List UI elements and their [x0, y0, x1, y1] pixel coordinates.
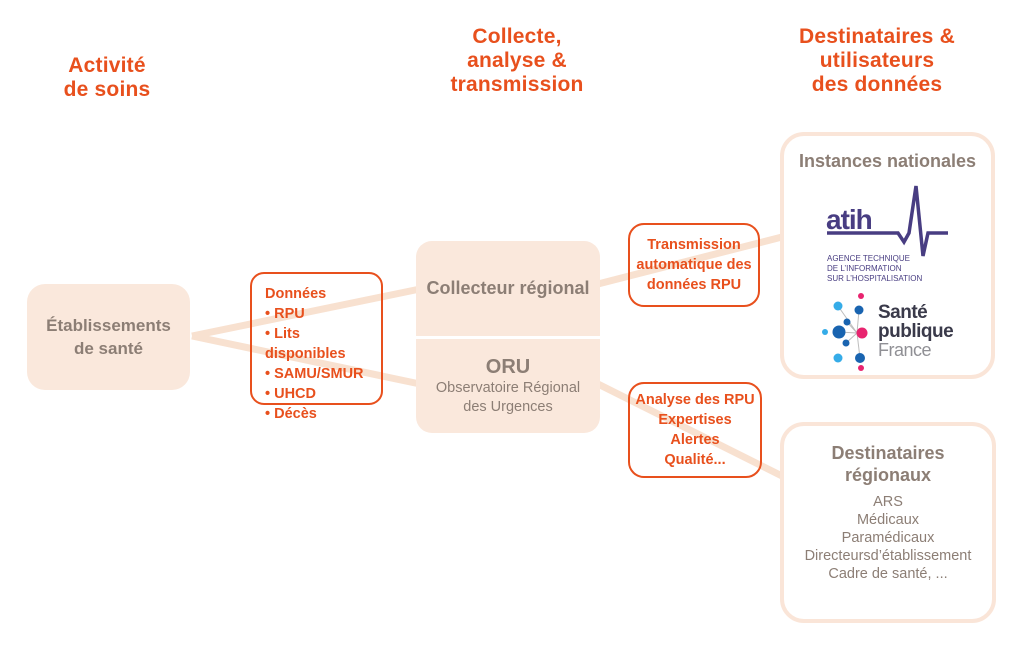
atih-caption-line: AGENCE TECHNIQUE	[827, 254, 910, 263]
node-label-line: Qualité...	[664, 452, 726, 468]
instances-card-title: Instances nationales	[798, 151, 977, 171]
donnees-item-samu: • SAMU/SMUR	[265, 366, 364, 382]
spf-wordmark-line: publique	[878, 321, 953, 342]
header-line: Activité	[68, 54, 146, 77]
card-title-line: régionaux	[844, 465, 932, 485]
atih-logo: atih AGENCE TECHNIQUE DE L’INFORMATION S…	[826, 185, 948, 283]
oru-subtitle-line: des Urgences	[463, 399, 553, 415]
node-label-line: Établissements	[46, 316, 171, 335]
column-header-destinataires-utilisateurs: Destinataires & utilisateurs des données	[772, 25, 982, 97]
card-title-line: Destinataires	[831, 443, 945, 463]
spf-wordmark-line: Santé	[878, 302, 927, 323]
destinataire-item-directeurs: Directeursd’établissement	[804, 548, 972, 564]
header-line: analyse &	[467, 49, 567, 72]
destinataires-regionaux-card: Destinataires régionaux ARS Médicaux Par…	[780, 422, 996, 623]
header-line: transmission	[450, 73, 584, 96]
spf-network-dots	[822, 293, 868, 371]
destinataire-item-paramedicaux: Paramédicaux	[841, 530, 935, 546]
column-header-activite-de-soins: Activité de soins	[27, 54, 187, 102]
node-label-line: de santé	[74, 339, 143, 358]
instances-nationales-card: Instances nationales	[780, 132, 995, 379]
destinataire-item-cadres: Cadre de santé, ...	[828, 566, 948, 582]
header-line: utilisateurs	[819, 49, 935, 72]
header-line: Destinataires &	[799, 25, 955, 48]
destinataires-card-title: Destinataires régionaux	[784, 442, 992, 486]
sante-publique-france-logo: Santé publique France	[822, 293, 954, 371]
oru-node: ORU Observatoire Régional des Urgences	[416, 339, 600, 433]
spf-wordmark-line: France	[878, 340, 932, 360]
destinataires-list: ARS Médicaux Paramédicaux Directeursd’ét…	[784, 493, 992, 583]
node-label-line: Transmission	[647, 237, 741, 253]
destinataire-item-ars: ARS	[873, 494, 903, 510]
etablissements-de-sante-node: Établissements de santé	[27, 284, 190, 390]
atih-caption-line: SUR L’HOSPITALISATION	[827, 274, 923, 283]
node-label-line: automatique des	[636, 257, 752, 273]
column-header-collecte-analyse-transmission: Collecte, analyse & transmission	[429, 25, 605, 97]
donnees-list-node: Données • RPU • Lits disponibles • SAMU/…	[250, 272, 383, 422]
donnees-item-deces: • Décès	[265, 406, 317, 422]
node-label-line: Expertises	[658, 412, 732, 428]
oru-subtitle-line: Observatoire Régional	[435, 380, 581, 396]
atih-wordmark: atih	[826, 204, 872, 235]
oru-title: ORU	[485, 356, 531, 378]
transmission-automatique-node: Transmission automatique des données RPU	[628, 223, 760, 307]
atih-ecg-line	[827, 185, 948, 257]
header-line: des données	[811, 73, 943, 96]
header-line: de soins	[63, 78, 151, 101]
header-line: Collecte,	[472, 25, 562, 48]
node-label-line: Analyse des RPU	[635, 392, 755, 408]
destinataire-item-medicaux: Médicaux	[856, 512, 920, 528]
donnees-title: Données	[265, 286, 327, 302]
donnees-item-rpu: • RPU	[265, 306, 305, 322]
atih-caption-line: DE L’INFORMATION	[827, 264, 902, 273]
donnees-item-lits: • Lits disponibles	[265, 326, 346, 362]
node-label-line: Alertes	[670, 432, 720, 448]
node-label: Collecteur régional	[426, 278, 590, 298]
donnees-item-uhcd: • UHCD	[265, 386, 316, 402]
collecteur-regional-node: Collecteur régional	[416, 241, 600, 336]
analyse-rpu-node: Analyse des RPU Expertises Alertes Quali…	[628, 382, 762, 478]
node-label-line: données RPU	[646, 277, 742, 293]
